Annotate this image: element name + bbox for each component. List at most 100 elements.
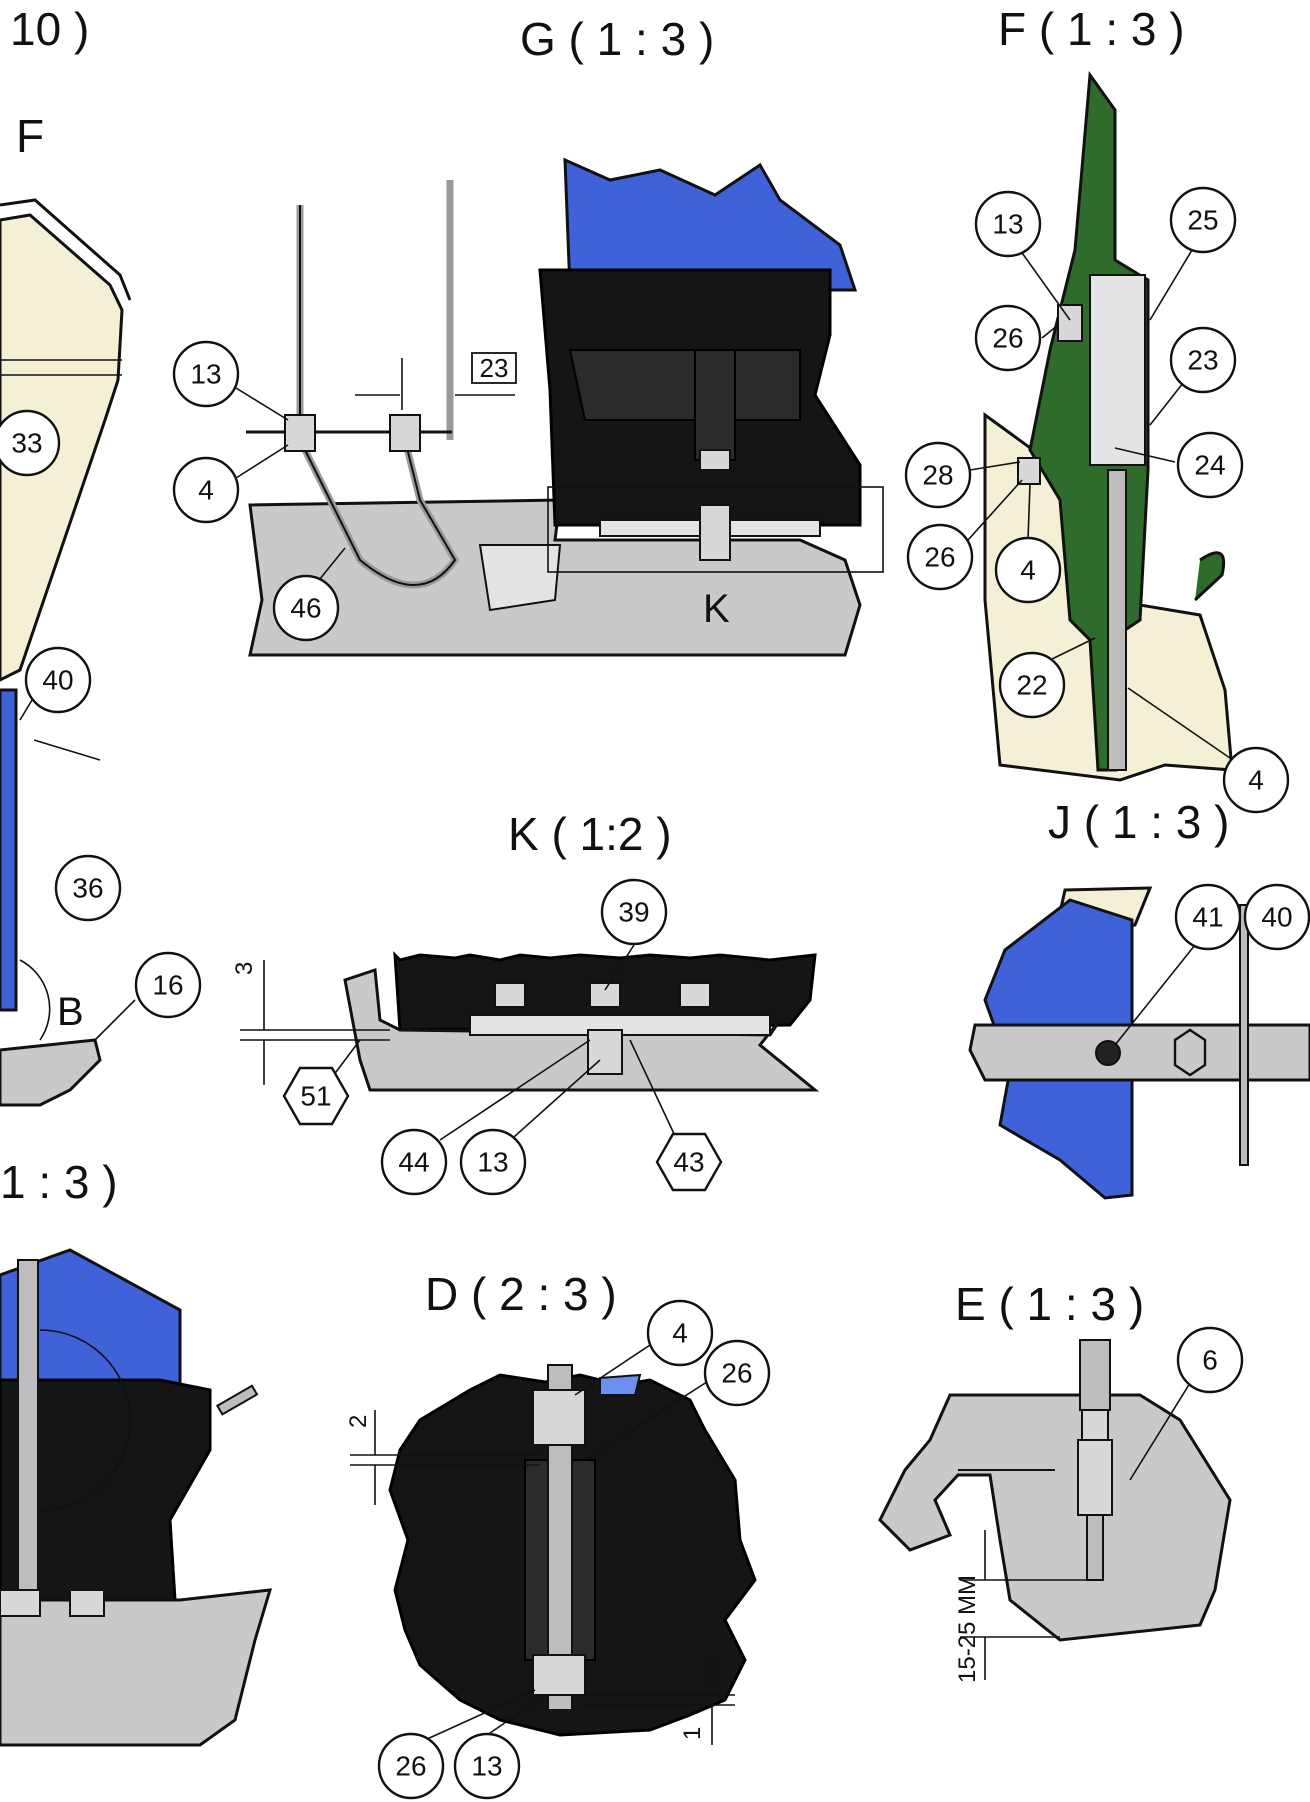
leader-f-28 <box>969 461 1021 471</box>
g-bolt-stack <box>699 504 731 561</box>
balloon-k-43-label: 43 <box>673 1147 704 1178</box>
k-nut-3 <box>679 982 711 1008</box>
balloon-16-label: 16 <box>152 970 183 1001</box>
e-dim-15-25: 15-25 MM <box>954 1575 981 1683</box>
bl-nut-2 <box>69 1589 105 1617</box>
k-bolt-lower <box>587 1029 623 1075</box>
e-adjuster-nut <box>1077 1439 1113 1516</box>
g-label-k: K <box>703 587 730 631</box>
view-title-e: E ( 1 : 3 ) <box>955 1278 1144 1330</box>
d-blue-edge <box>599 1373 642 1396</box>
leader-40 <box>19 699 33 721</box>
balloon-j-40-label: 40 <box>1261 902 1292 933</box>
balloon-g-13-label: 13 <box>190 359 221 390</box>
balloon-j-41-label: 41 <box>1192 902 1223 933</box>
balloon-k-44 <box>380 1128 448 1196</box>
balloon-33-label: 33 <box>11 428 42 459</box>
balloon-g-13 <box>172 340 240 408</box>
balloon-d-26a-label: 26 <box>721 1358 752 1389</box>
leader-d-4 <box>574 1344 651 1396</box>
balloon-f-13-label: 13 <box>992 209 1023 240</box>
k-nut-1 <box>494 982 526 1008</box>
balloon-g-46-label: 46 <box>290 593 321 624</box>
balloon-k-39-label: 39 <box>618 897 649 928</box>
balloon-f-23 <box>1169 326 1237 394</box>
d-dim-1: 1 <box>679 1727 706 1740</box>
g-dim-box <box>471 352 517 384</box>
view-label-f: F <box>16 110 44 162</box>
leader-j-41 <box>1114 944 1196 1046</box>
balloon-e-6-label: 6 <box>1202 1345 1218 1376</box>
leader-k-44 <box>439 1039 591 1141</box>
balloon-f-4b-label: 4 <box>1248 765 1264 796</box>
leader-f-13 <box>1019 249 1071 321</box>
balloon-g-46 <box>272 574 340 642</box>
balloon-d-4 <box>646 1299 714 1367</box>
hopper-body <box>0 213 124 682</box>
balloon-g-4 <box>172 456 240 524</box>
view-d: D ( 2 : 3 ) 2 1 4 26 26 13 <box>345 1268 771 1800</box>
view-e: E ( 1 : 3 ) 15-25 MM 6 <box>878 1278 1244 1683</box>
balloon-k-44-label: 44 <box>398 1147 429 1178</box>
d-lower-nut <box>532 1654 586 1696</box>
g-pin <box>694 349 736 461</box>
leader-f-24 <box>1114 447 1176 463</box>
bl-nut-1 <box>0 1589 41 1617</box>
balloon-f-24-label: 24 <box>1194 450 1225 481</box>
leader-f-23 <box>1149 377 1188 426</box>
view-title-g: G ( 1 : 3 ) <box>520 13 714 65</box>
balloon-40 <box>24 646 92 714</box>
g-channel-step <box>478 544 562 612</box>
balloon-e-6 <box>1176 1326 1244 1394</box>
k-dim-3: 3 <box>231 962 258 975</box>
balloon-k-51 <box>282 1066 350 1126</box>
f-nut-28 <box>1017 457 1041 485</box>
balloon-f-24 <box>1176 431 1244 499</box>
j-rod-40 <box>1239 904 1249 1166</box>
view-title-bottom-left: 1 : 3 ) <box>0 1156 118 1208</box>
bl-pin <box>215 1384 259 1416</box>
balloon-36-label: 36 <box>72 873 103 904</box>
balloon-f-25-label: 25 <box>1187 205 1218 236</box>
balloon-f-22 <box>998 651 1066 719</box>
bl-base <box>0 1588 273 1747</box>
balloon-f-28 <box>904 441 972 509</box>
leader-d-26a <box>584 1379 711 1461</box>
balloon-f-26a <box>974 304 1042 372</box>
g-u-bolt-left-edge <box>299 205 457 586</box>
view-bottom-left: 1 : 3 ) <box>0 1156 273 1747</box>
leader-f-26a <box>1041 324 1059 339</box>
view-title-top-left: 10 ) <box>10 3 89 55</box>
balloon-f-22-label: 22 <box>1016 670 1047 701</box>
balloon-k-43 <box>655 1132 723 1192</box>
balloon-d-13 <box>453 1732 521 1800</box>
view-top-left: 10 ) F B 33 40 36 16 <box>0 3 202 1107</box>
balloon-d-26b <box>377 1732 445 1800</box>
balloon-d-26a <box>703 1339 771 1407</box>
balloon-33 <box>0 409 61 477</box>
g-pin-nut <box>699 449 731 471</box>
view-j: J ( 1 : 3 ) 41 40 <box>968 796 1310 1200</box>
view-g: G ( 1 : 3 ) K 23 13 4 <box>172 13 884 657</box>
g-detail-box-k <box>547 486 884 573</box>
leader-16 <box>94 999 136 1041</box>
view-title-f: F ( 1 : 3 ) <box>998 3 1185 55</box>
leader-e-6 <box>1129 1374 1196 1481</box>
view-title-k: K ( 1:2 ) <box>508 808 672 860</box>
leader-d-26b <box>424 1689 536 1741</box>
leader-f-25 <box>1149 249 1193 321</box>
balloon-j-41 <box>1174 883 1242 951</box>
base-plate <box>0 1038 102 1107</box>
bl-blue-shell <box>0 1248 182 1392</box>
balloon-k-13-label: 13 <box>477 1147 508 1178</box>
e-rod-top <box>1079 1339 1111 1411</box>
leader-k-39 <box>604 944 635 991</box>
g-nut-right <box>389 414 421 452</box>
balloon-f-23-label: 23 <box>1187 345 1218 376</box>
view-title-j: J ( 1 : 3 ) <box>1048 796 1229 848</box>
j-bolt-41 <box>1095 1040 1121 1066</box>
leader-k-13 <box>504 1059 601 1146</box>
view-f: F ( 1 : 3 ) 13 25 26 23 28 24 26 4 <box>904 3 1290 814</box>
detail-circle-b <box>19 959 51 1041</box>
g-housing-inner <box>568 349 801 421</box>
